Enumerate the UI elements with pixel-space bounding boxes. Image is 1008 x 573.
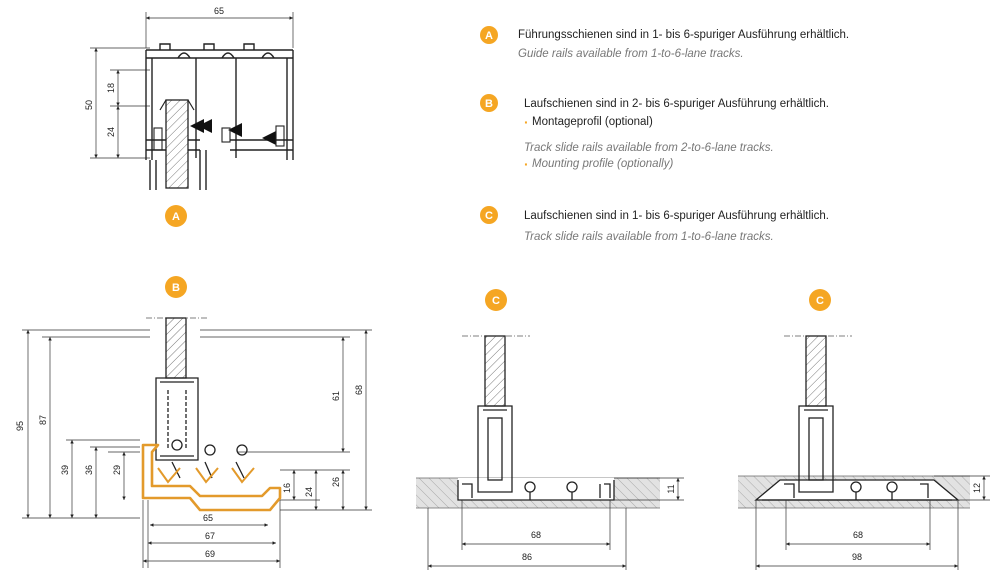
dim-b-87: 87 [38, 415, 48, 425]
dim-a-lower: 24 [106, 127, 116, 137]
dim-b-29: 29 [112, 465, 122, 475]
dim-c2-h: 12 [972, 483, 982, 493]
dim-a-width: 65 [214, 6, 224, 16]
legend-b-de: Laufschienen sind in 2- bis 6-spuriger A… [524, 98, 829, 110]
dim-a-upper: 18 [106, 83, 116, 93]
dim-b-26: 26 [331, 477, 341, 487]
dim-c1-inner: 68 [531, 530, 541, 540]
badge-a: A [172, 211, 180, 223]
dim-b-67: 67 [205, 531, 215, 541]
drawing-a: 65 50 18 24 [84, 6, 294, 227]
dim-c1-h: 11 [666, 484, 676, 493]
legend-b-de-bullet: Montageprofil (optional) [532, 116, 653, 128]
bullet-b-de: · [524, 114, 529, 130]
dim-b-68: 68 [354, 385, 364, 395]
dim-b-61: 61 [331, 391, 341, 401]
dim-b-39: 39 [60, 465, 70, 475]
legend-c-de: Laufschienen sind in 1- bis 6-spuriger A… [524, 210, 829, 222]
dim-c1-outer: 86 [522, 552, 532, 562]
dim-b-69: 69 [205, 549, 215, 559]
bullet-b-en: · [524, 156, 529, 172]
legend-badge-c: C [485, 210, 493, 222]
badge-c2: C [816, 295, 824, 307]
legend-a-de: Führungsschienen sind in 1- bis 6-spurig… [518, 29, 849, 41]
legend-b-en: Track slide rails available from 2-to-6-… [524, 142, 774, 154]
legend-b-en-bullet: Mounting profile (optionally) [532, 158, 673, 170]
dim-c2-outer: 98 [852, 552, 862, 562]
dim-b-65: 65 [203, 513, 213, 523]
drawing-b: B 95 87 39 36 29 61 68 26 24 16 [15, 276, 372, 568]
dim-a-height: 50 [84, 100, 94, 110]
legend-badge-b: B [485, 98, 493, 110]
drawing-c2: C 12 68 98 [738, 289, 990, 570]
legend: A Führungsschienen sind in 1- bis 6-spur… [480, 26, 849, 243]
badge-c1: C [492, 295, 500, 307]
legend-badge-a: A [485, 30, 493, 42]
dim-b-95: 95 [15, 421, 25, 431]
legend-a-en: Guide rails available from 1-to-6-lane t… [518, 48, 744, 60]
dim-b-16: 16 [282, 483, 292, 493]
dim-b-24: 24 [304, 487, 314, 497]
badge-b: B [172, 282, 180, 294]
legend-c-en: Track slide rails available from 1-to-6-… [524, 231, 774, 243]
drawing-c1: C 11 68 86 [416, 289, 684, 570]
dim-b-36: 36 [84, 465, 94, 475]
dim-c2-inner: 68 [853, 530, 863, 540]
